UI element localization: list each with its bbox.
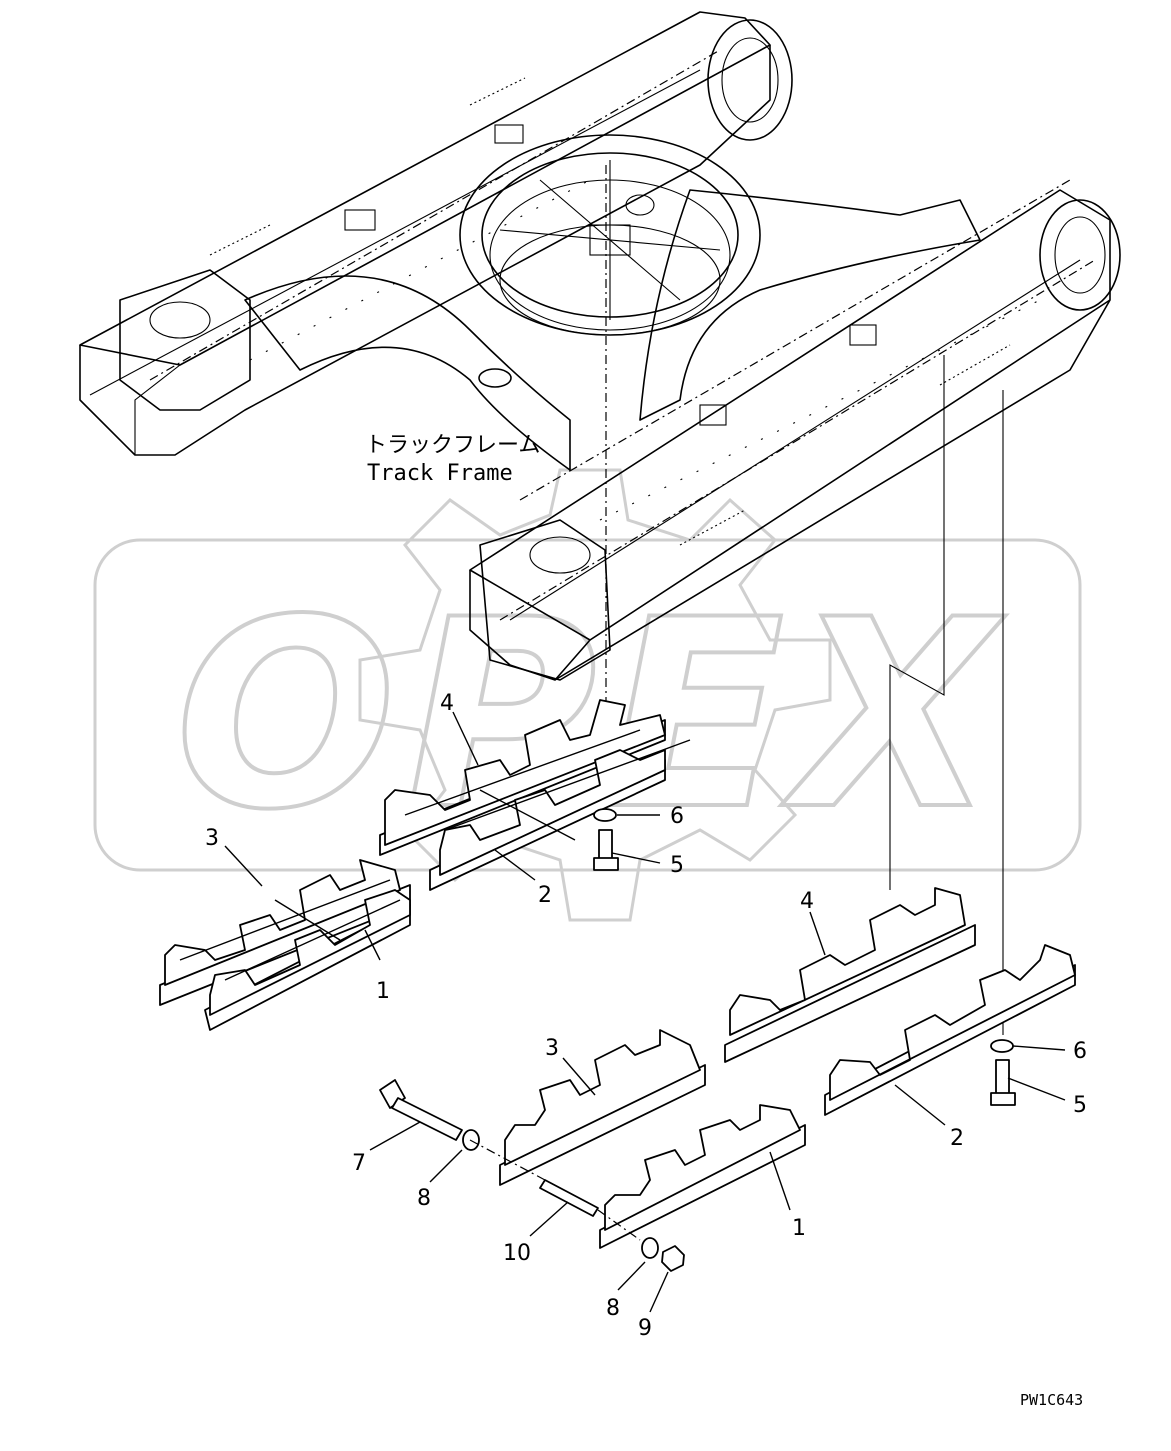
callout-2-upper: 2 <box>538 883 552 908</box>
guard-2-lower <box>824 944 1076 1116</box>
callout-2-lower: 2 <box>950 1126 964 1151</box>
callout-8-a: 8 <box>417 1186 431 1211</box>
frame-label-jp: トラックフレーム <box>365 433 540 458</box>
callout-4-upper: 4 <box>440 691 454 716</box>
mount-line-right-a <box>889 355 945 890</box>
callout-1-upper: 1 <box>376 979 390 1004</box>
callout-9: 9 <box>638 1316 652 1341</box>
bolt-5-upper <box>593 829 619 871</box>
guard-3-lower <box>499 1029 706 1186</box>
callout-4-lower: 4 <box>800 889 814 914</box>
callout-3-lower: 3 <box>545 1036 559 1061</box>
callout-5-upper: 5 <box>670 853 684 878</box>
callout-1-lower: 1 <box>792 1216 806 1241</box>
callout-3-upper: 3 <box>205 826 219 851</box>
drawing-code: PW1C643 <box>1020 1391 1083 1409</box>
assembly-line-lower <box>469 1139 641 1241</box>
callout-10: 10 <box>503 1241 531 1266</box>
callout-8-b: 8 <box>606 1296 620 1321</box>
guard-1-lower <box>599 1104 806 1249</box>
bolt-7 <box>379 1079 463 1141</box>
track-frame <box>79 11 1121 681</box>
pin-10 <box>539 1179 599 1217</box>
bolt-5-lower <box>990 1059 1016 1106</box>
callout-6-upper: 6 <box>670 804 684 829</box>
washer-6-upper <box>593 808 617 822</box>
callout-7: 7 <box>352 1151 366 1176</box>
leader-lines <box>224 711 1066 1313</box>
callout-6-lower: 6 <box>1073 1039 1087 1064</box>
washer-8-b <box>641 1237 659 1259</box>
guard-assembly-left <box>159 859 411 1031</box>
frame-label-en: Track Frame <box>367 461 513 486</box>
guard-assembly-upper <box>379 699 691 891</box>
watermark-text: OPEX <box>175 565 1005 867</box>
callout-5-lower: 5 <box>1073 1093 1087 1118</box>
nut-9 <box>661 1245 685 1272</box>
washer-6-lower <box>990 1039 1014 1053</box>
guard-4-lower <box>724 887 976 1063</box>
